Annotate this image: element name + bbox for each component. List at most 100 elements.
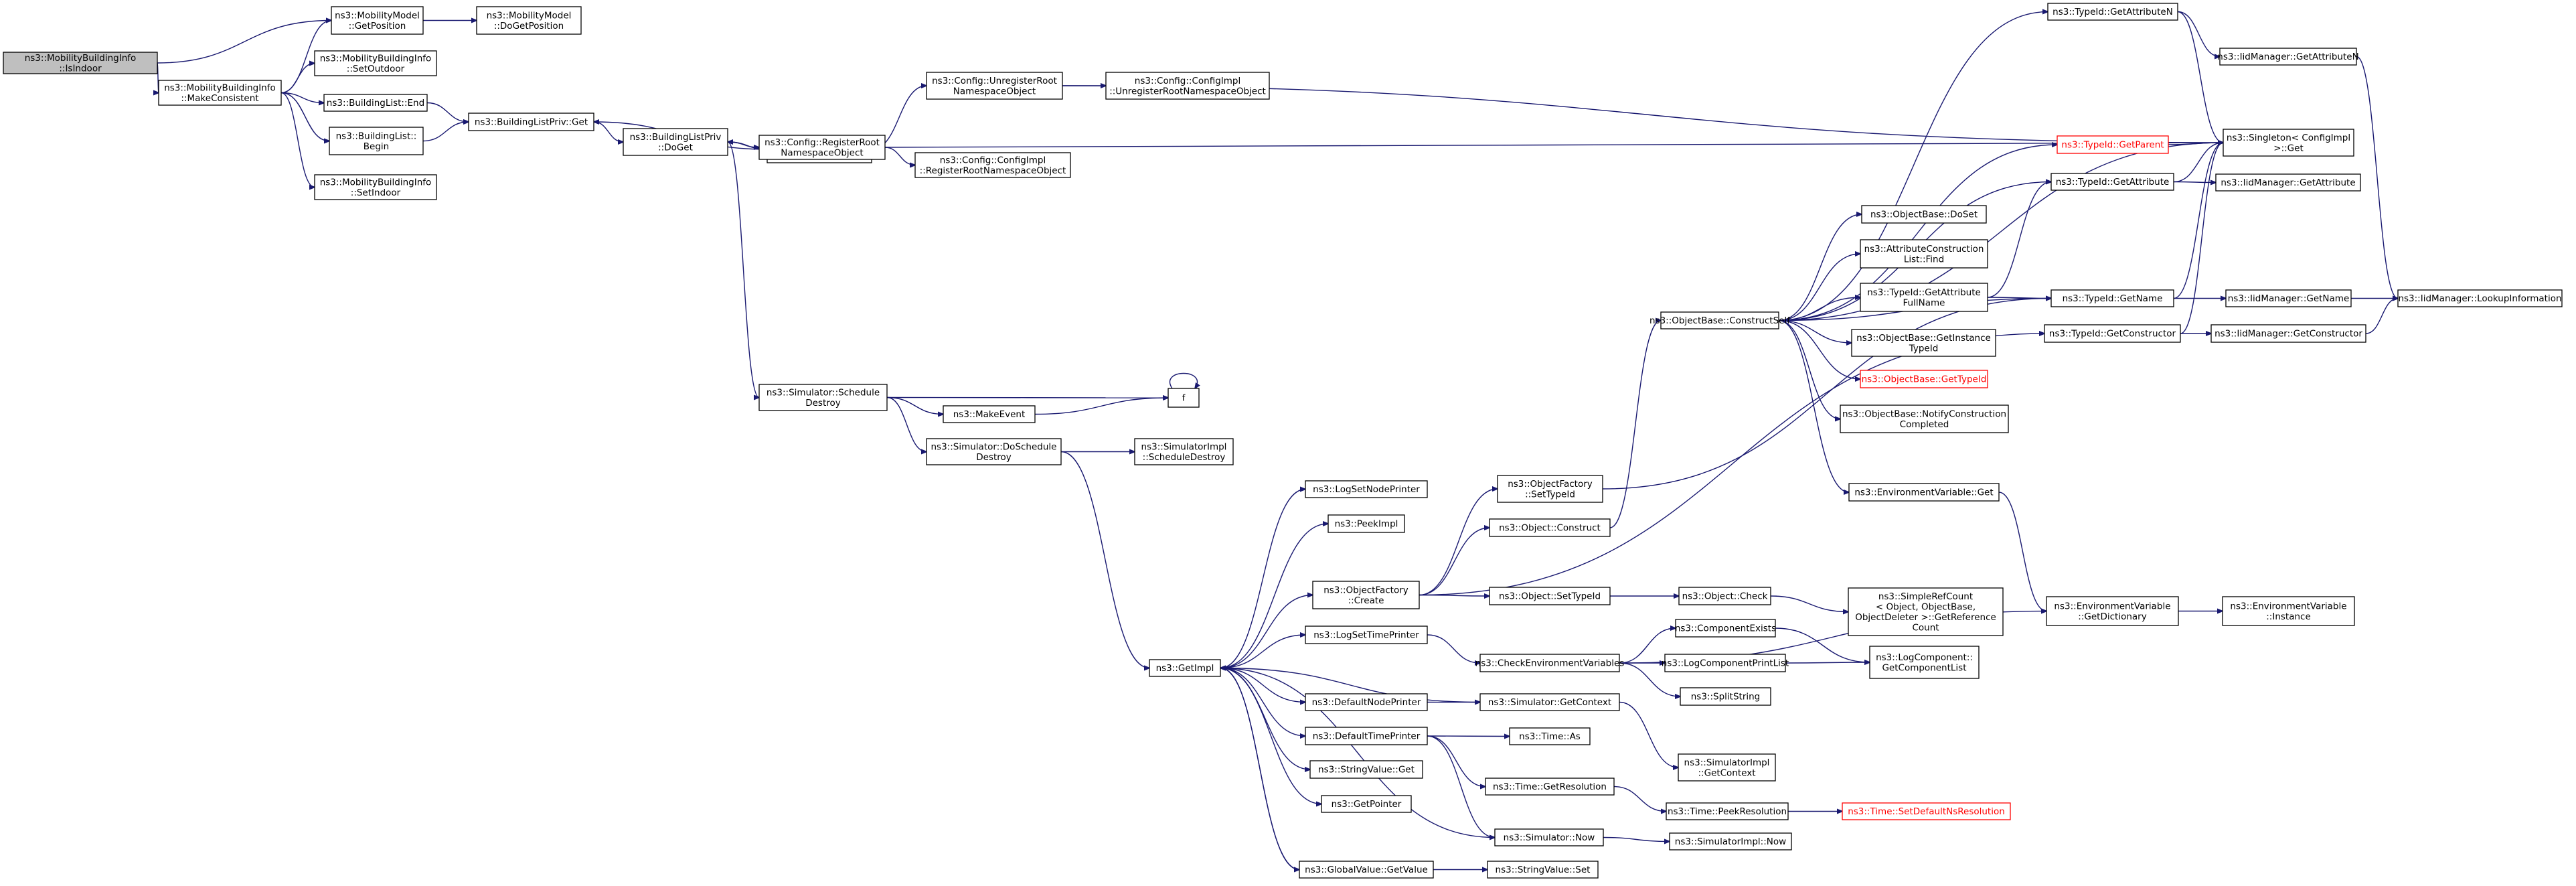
node-gv-getvalue[interactable]: ns3::GlobalValue::GetValue <box>1299 861 1434 879</box>
node-isindoor[interactable]: ns3::MobilityBuildingInfo::IsIndoor <box>3 52 158 74</box>
node-tid-getattribute[interactable]: ns3::TypeId::GetAttribute <box>2050 173 2174 191</box>
node-peekimpl[interactable]: ns3::PeekImpl <box>1327 514 1405 533</box>
node-dogetposition[interactable]: ns3::MobilityModel::DoGetPosition <box>476 6 582 35</box>
node-stringvalue-get[interactable]: ns3::StringValue::Get <box>1309 760 1423 779</box>
node-box <box>1305 727 1428 745</box>
node-label: ns3::Object::SetTypeId <box>1499 591 1601 602</box>
node-impl-unregister[interactable]: ns3::Config::ConfigImpl::UnregisterRootN… <box>1105 72 1270 100</box>
node-label: ns3::Simulator::GetContext <box>1488 697 1611 708</box>
edge-getimpl-to-logsettime <box>1220 635 1305 669</box>
node-singleton-get[interactable]: ns3::Singleton< ConfigImpl>::Get <box>2223 129 2354 157</box>
node-simimpl-getcontext[interactable]: ns3::SimulatorImpl::GetContext <box>1678 753 1776 782</box>
node-box <box>2223 129 2354 157</box>
node-time-peekres[interactable]: ns3::Time::PeekResolution <box>1666 802 1789 820</box>
node-envvar-instance[interactable]: ns3::EnvironmentVariable::Instance <box>2222 596 2355 626</box>
node-setoutdoor[interactable]: ns3::MobilityBuildingInfo::SetOutdoor <box>314 50 437 76</box>
node-label: ns3::MobilityModel <box>335 10 420 21</box>
node-sim-now[interactable]: ns3::Simulator::Now <box>1494 828 1604 846</box>
node-obj-settypeid[interactable]: ns3::Object::SetTypeId <box>1489 587 1611 605</box>
node-iid-getconstructor[interactable]: ns3::IidManager::GetConstructor <box>2210 324 2366 343</box>
node-box <box>1305 625 1428 644</box>
edge-sim_now-to-simimpl_now <box>1603 836 1670 842</box>
node-iid-lookupinfo[interactable]: ns3::IidManager::LookupInformation <box>2397 289 2563 307</box>
node-ob-doset[interactable]: ns3::ObjectBase::DoSet <box>1861 205 1987 224</box>
edge-ob_constructself-to-ob_notify <box>1778 319 1840 419</box>
node-stringvalue-set[interactable]: ns3::StringValue::Set <box>1487 861 1599 879</box>
node-logsetnode[interactable]: ns3::LogSetNodePrinter <box>1305 480 1428 498</box>
node-simplerefcount[interactable]: ns3::SimpleRefCount< Object, ObjectBase,… <box>1848 587 2004 636</box>
node-box <box>926 72 1063 100</box>
node-iid-getattributen[interactable]: ns3::IidManager::GetAttributeN <box>2217 48 2359 66</box>
node-envvar-getdict[interactable]: ns3::EnvironmentVariable::GetDictionary <box>2046 596 2179 626</box>
node-logsettime[interactable]: ns3::LogSetTimePrinter <box>1305 625 1428 644</box>
node-label: List::Find <box>1904 254 1944 265</box>
node-label: ns3::TypeId::GetName <box>2063 293 2163 304</box>
node-simimpl-sched[interactable]: ns3::SimulatorImpl::ScheduleDestroy <box>1134 438 1234 465</box>
node-sim-getcontext[interactable]: ns3::Simulator::GetContext <box>1479 693 1620 711</box>
node-deftimeprinter[interactable]: ns3::DefaultTimePrinter <box>1305 727 1428 745</box>
node-box <box>1305 480 1428 498</box>
node-tid-getattributen[interactable]: ns3::TypeId::GetAttributeN <box>2047 3 2178 21</box>
node-box <box>1305 693 1428 711</box>
node-box <box>2397 289 2563 307</box>
node-label: ns3::Time::GetResolution <box>1493 782 1607 792</box>
node-box <box>1861 205 1987 224</box>
node-blp-get[interactable]: ns3::BuildingListPriv::Get <box>468 113 594 131</box>
node-getposition[interactable]: ns3::MobilityModel::GetPosition <box>331 6 424 35</box>
node-box <box>1664 654 1786 672</box>
node-tid-getparent[interactable]: ns3::TypeId::GetParent <box>2057 135 2169 154</box>
node-setindoor[interactable]: ns3::MobilityBuildingInfo::SetIndoor <box>314 174 437 200</box>
edge-tid_getattributen-to-iid_getattributen <box>2177 11 2220 57</box>
node-obj-check[interactable]: ns3::Object::Check <box>1678 587 1771 605</box>
node-of-create[interactable]: ns3::ObjectFactory::Create <box>1312 581 1420 609</box>
node-label: ns3::LogSetNodePrinter <box>1313 484 1420 495</box>
node-tid-getconstructor[interactable]: ns3::TypeId::GetConstructor <box>2044 324 2181 343</box>
node-box <box>158 80 282 106</box>
node-logcomp-getlist[interactable]: ns3::LogComponent::GetComponentList <box>1869 646 1980 679</box>
node-iid-getname[interactable]: ns3::IidManager::GetName <box>2225 289 2352 307</box>
node-splitstring[interactable]: ns3::SplitString <box>1680 687 1771 706</box>
node-label: ns3::GetPointer <box>1332 799 1402 810</box>
node-label: Destroy <box>805 398 841 409</box>
node-makeevent[interactable]: ns3::MakeEvent <box>943 405 1036 423</box>
node-impl-register[interactable]: ns3::Config::ConfigImpl::RegisterRootNam… <box>914 152 1071 178</box>
node-register[interactable]: ns3::Config::RegisterRootNamespaceObject <box>758 135 886 160</box>
node-box <box>2219 48 2357 66</box>
node-label: ns3::MakeEvent <box>953 409 1026 420</box>
edge-tid_getattrfullname-to-tid_getattribute <box>1987 182 2051 298</box>
node-time-getres[interactable]: ns3::Time::GetResolution <box>1485 778 1615 796</box>
node-time-setdefault[interactable]: ns3::Time::SetDefaultNsResolution <box>1842 802 2011 820</box>
node-unregister[interactable]: ns3::Config::UnregisterRootNamespaceObje… <box>926 72 1063 100</box>
node-defnodeprinter[interactable]: ns3::DefaultNodePrinter <box>1305 693 1428 711</box>
node-of-settypeid[interactable]: ns3::ObjectFactory::SetTypeId <box>1497 475 1603 503</box>
node-blp-doget[interactable]: ns3::BuildingListPriv::DoGet <box>623 128 728 156</box>
node-envvar-get[interactable]: ns3::EnvironmentVariable::Get <box>1848 483 2000 502</box>
node-makeconsistent[interactable]: ns3::MobilityBuildingInfo::MakeConsisten… <box>158 80 282 106</box>
node-simimpl-now[interactable]: ns3::SimulatorImpl::Now <box>1669 832 1792 851</box>
node-compexists[interactable]: ns3::ComponentExists <box>1675 619 1776 638</box>
node-logcompprintlist[interactable]: ns3::LogComponentPrintList <box>1662 654 1789 672</box>
node-sched-destroy[interactable]: ns3::Simulator::ScheduleDestroy <box>758 384 888 411</box>
node-getimpl[interactable]: ns3::GetImpl <box>1149 659 1221 677</box>
node-checkenv[interactable]: ns3::CheckEnvironmentVariables <box>1475 654 1625 672</box>
node-f[interactable]: f <box>1168 388 1200 408</box>
node-ob-notify[interactable]: ns3::ObjectBase::NotifyConstructionCompl… <box>1840 404 2009 433</box>
node-ob-constructself[interactable]: ns3::ObjectBase::ConstructSelf <box>1649 311 1791 329</box>
node-label: ::Create <box>1348 595 1384 606</box>
node-box <box>1678 587 1771 605</box>
node-time-as[interactable]: ns3::Time::As <box>1509 727 1591 745</box>
node-ob-gettypeid[interactable]: ns3::ObjectBase::GetTypeId <box>1860 370 1988 388</box>
node-iid-getattribute[interactable]: ns3::IidManager::GetAttribute <box>2215 173 2361 192</box>
node-obj-construct[interactable]: ns3::Object::Construct <box>1489 518 1611 537</box>
node-bl-end[interactable]: ns3::BuildingList::End <box>323 94 428 112</box>
edge-makeconsistent-to-setindoor <box>280 92 315 188</box>
node-tid-getname[interactable]: ns3::TypeId::GetName <box>2050 289 2174 307</box>
node-getpointer[interactable]: ns3::GetPointer <box>1321 795 1412 813</box>
node-bl-begin[interactable]: ns3::BuildingList::Begin <box>329 127 424 155</box>
node-label: ::DoGetPosition <box>494 21 564 31</box>
